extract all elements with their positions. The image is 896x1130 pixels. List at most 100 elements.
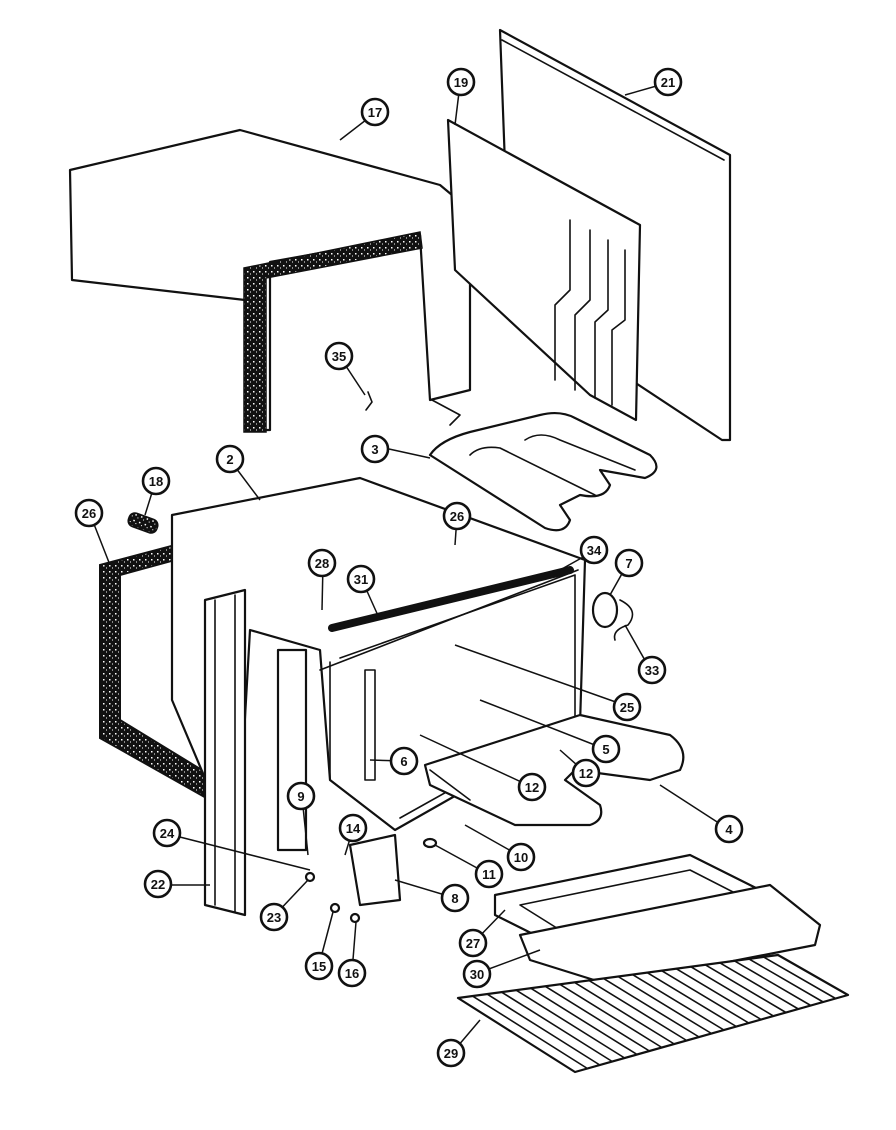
callout-18: 18: [141, 466, 171, 496]
callout-label: 12: [579, 766, 593, 781]
callout-30: 30: [462, 959, 492, 989]
oven-cavity-liner: [170, 476, 587, 832]
callout-31: 31: [346, 564, 376, 594]
callout-21: 21: [653, 67, 683, 97]
broil-element: [428, 399, 658, 532]
spring-18: [127, 512, 159, 534]
callout-17: 17: [360, 97, 390, 127]
callout-label: 33: [645, 663, 659, 678]
rack-wire: [515, 989, 626, 1059]
callout-26: 26: [442, 501, 472, 531]
callout-19: 19: [446, 67, 476, 97]
callout-15: 15: [304, 951, 334, 981]
callout-label: 35: [332, 349, 346, 364]
rack-wire: [733, 960, 812, 1007]
callout-label: 8: [451, 891, 458, 906]
rack-wire: [719, 962, 800, 1010]
callout-label: 27: [466, 936, 480, 951]
callout-label: 23: [267, 910, 281, 925]
top-insulation-blanket: [68, 128, 472, 433]
door-channel: [276, 648, 308, 852]
callout-10: 10: [506, 842, 536, 872]
callout-12: 12: [571, 758, 601, 788]
callout-label: 4: [725, 822, 733, 837]
callout-6: 6: [389, 746, 419, 776]
callout-label: 26: [450, 509, 464, 524]
callout-label: 34: [587, 543, 602, 558]
callout-label: 6: [400, 754, 407, 769]
sensor-10: [429, 769, 471, 801]
rack-wire: [646, 971, 738, 1028]
callout-7: 7: [614, 548, 644, 578]
callout-label: 29: [444, 1046, 458, 1061]
screw-23: [304, 871, 316, 883]
callout-label: 7: [625, 556, 632, 571]
callout-label: 3: [371, 442, 378, 457]
callout-label: 28: [315, 556, 329, 571]
callout-label: 18: [149, 474, 163, 489]
callout-29: 29: [436, 1038, 466, 1068]
callout-9: 9: [286, 781, 316, 811]
rack-wire: [529, 987, 638, 1056]
callout-label: 16: [345, 966, 359, 981]
screw-11: [422, 837, 438, 849]
broiler-pan: [518, 883, 822, 987]
callout-5: 5: [591, 734, 621, 764]
rack-wire: [602, 977, 700, 1038]
callout-34: 34: [579, 535, 609, 565]
callout-28: 28: [307, 548, 337, 578]
callout-14: 14: [338, 813, 368, 843]
callout-12: 12: [517, 772, 547, 802]
callout-label: 9: [297, 789, 304, 804]
callout-8: 8: [440, 883, 470, 913]
rack-wire: [631, 973, 725, 1031]
callout-label: 17: [368, 105, 382, 120]
rack-wire: [486, 993, 601, 1066]
callout-22: 22: [143, 869, 173, 899]
callout-16: 16: [337, 958, 367, 988]
callout-label: 25: [620, 700, 634, 715]
control-knob: [591, 591, 619, 629]
callout-11: 11: [474, 859, 504, 889]
callout-35: 35: [324, 341, 354, 371]
callout-markers: 17 19 21 35 3 2 18 26 26 28 31 34 7 33 25 5 6 12 12 4 9 14 10 2…: [74, 67, 744, 1068]
rack-wire: [573, 981, 676, 1045]
rack-wire: [704, 963, 787, 1014]
rack-wire: [471, 995, 589, 1070]
callout-label: 19: [454, 75, 468, 90]
callout-label: 10: [514, 850, 528, 865]
rack-wire: [675, 967, 762, 1021]
rack-wire: [559, 983, 663, 1049]
callout-27: 27: [458, 928, 488, 958]
rack-wire: [500, 991, 614, 1063]
callout-label: 2: [226, 452, 233, 467]
mounting-bracket: [348, 833, 402, 907]
callout-23: 23: [259, 902, 289, 932]
callout-label: 22: [151, 877, 165, 892]
callout-label: 15: [312, 959, 326, 974]
callout-25: 25: [612, 692, 642, 722]
bracket-35: [365, 391, 373, 411]
callout-24: 24: [152, 818, 182, 848]
callout-4: 4: [714, 814, 744, 844]
rack-wire: [588, 979, 688, 1042]
rack-wire: [689, 965, 775, 1017]
callout-label: 31: [354, 572, 368, 587]
rack-wire: [660, 969, 750, 1024]
callout-label: 5: [602, 742, 609, 757]
oven-rack: [456, 953, 850, 1074]
rack-wire: [748, 958, 824, 1003]
callout-26: 26: [74, 498, 104, 528]
rack-wire: [544, 985, 651, 1052]
callout-label: 21: [661, 75, 675, 90]
callout-label: 12: [525, 780, 539, 795]
front-frame: [203, 588, 247, 917]
callout-33: 33: [637, 655, 667, 685]
inner-back-panel: [446, 118, 642, 422]
knob-clip: [613, 599, 634, 641]
rack-wire: [762, 956, 837, 1000]
callout-label: 26: [82, 506, 96, 521]
callout-label: 14: [346, 821, 361, 836]
screw-16: [349, 912, 361, 924]
